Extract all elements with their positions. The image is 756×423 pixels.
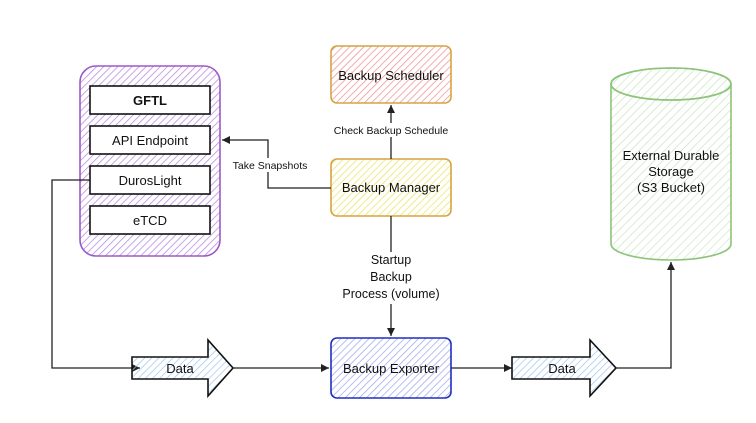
edge-check-schedule-label: Check Backup Schedule <box>334 125 449 137</box>
storage-label-line2: Storage <box>648 164 694 179</box>
component-api-endpoint: API Endpoint <box>89 125 211 155</box>
edge-duroslight-to-data <box>51 179 140 372</box>
backup-manager-label: Backup Manager <box>342 180 441 195</box>
edge-startup-label-line3: Process (volume) <box>342 287 439 301</box>
component-etcd-label: eTCD <box>133 213 167 228</box>
storage-label-line3: (S3 Bucket) <box>637 180 705 195</box>
component-api-endpoint-label: API Endpoint <box>112 133 188 148</box>
data-arrow-left: Data <box>131 337 235 399</box>
edge-take-snapshots-label: Take Snapshots <box>233 160 308 172</box>
edge-startup-label-line2: Backup <box>370 270 412 284</box>
backup-exporter-label: Backup Exporter <box>343 361 440 376</box>
data-arrow-right: Data <box>511 337 618 399</box>
component-duroslight: DurosLight <box>89 165 211 195</box>
external-storage-cylinder: External Durable Storage (S3 Bucket) <box>610 67 732 261</box>
component-gftl-label: GFTL <box>133 93 167 108</box>
storage-label-line1: External Durable <box>623 148 720 163</box>
component-etcd: eTCD <box>89 205 211 235</box>
backup-exporter-node: Backup Exporter <box>330 337 452 399</box>
data-arrow-left-label: Data <box>166 361 194 376</box>
edge-data-to-storage <box>616 262 675 369</box>
component-duroslight-label: DurosLight <box>119 173 182 188</box>
cluster-group: GFTL API Endpoint DurosLight eTCD <box>79 65 221 257</box>
edge-startup-label-line1: Startup <box>371 253 411 267</box>
backup-scheduler-node: Backup Scheduler <box>330 45 452 104</box>
data-arrow-right-label: Data <box>548 361 576 376</box>
backup-manager-node: Backup Manager <box>330 158 452 217</box>
component-gftl: GFTL <box>89 85 211 115</box>
backup-scheduler-label: Backup Scheduler <box>338 68 444 83</box>
